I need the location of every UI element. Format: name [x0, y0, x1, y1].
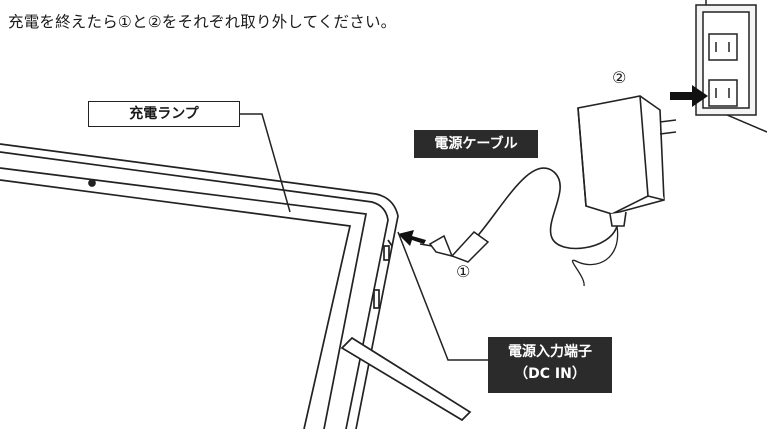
dc-plug: [419, 231, 490, 263]
wall-outlet: [695, 0, 767, 133]
tablet: [0, 143, 399, 429]
marker-one: ①: [456, 262, 471, 281]
instruction-text: 充電を終えたら①と②をそれぞれ取り外してください。: [8, 13, 397, 31]
label-dc-in: 電源入力端子 （DC IN）: [488, 337, 612, 393]
adapter-cable: [473, 167, 618, 250]
insert-arrow-dcin: [398, 230, 426, 246]
leader-lines: [238, 113, 488, 361]
label-dc-in-line2: （DC IN）: [514, 366, 586, 382]
insert-arrow-outlet: [670, 85, 708, 107]
ac-adapter: [577, 95, 677, 227]
label-charge-lamp: 充電ランプ: [88, 101, 240, 127]
label-dc-in-line1: 電源入力端子: [508, 344, 592, 360]
kickstand: [340, 336, 472, 422]
marker-two: ②: [612, 68, 627, 87]
label-power-cable: 電源ケーブル: [414, 130, 538, 158]
